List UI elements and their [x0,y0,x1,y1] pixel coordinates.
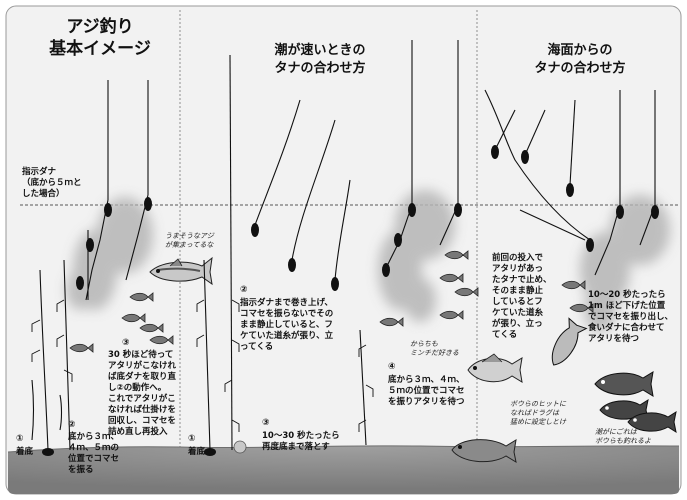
bonito-fish-2 [599,398,649,422]
splash [233,440,247,454]
sinkers-panel-1 [42,197,152,456]
panel-1-tana-note: 指示ダナ （底から５ｍと した場合） [22,167,82,199]
panel-1-memo: うまそうなアジ が集まってるな [165,232,214,249]
fishing-lines-panel-1 [31,80,149,451]
panel-1-title: アジ釣り 基本イメージ [49,17,151,59]
sinkers-panel-2 [204,203,462,456]
chum-clouds-panel-1 [66,197,153,310]
flounder [451,439,517,464]
panel-2-step4-text: 底から３ｍ、４ｍ、 ５ｍの位置でコマセ を振りアタリを待つ [388,375,465,407]
panel-3-text1: 前回の投入で アタリがあっ たタナで止め、 そのまま静止 しているとフ ケていた… [492,253,552,340]
fishing-lines-panel-2 [203,40,459,451]
branch-hooks-panel-2 [196,299,374,432]
panel-2-step3-num: ③ [262,418,270,428]
small-fish-panel-3 [561,280,594,313]
panel-3-title: 海面からの タナの合わせ方 [534,43,626,76]
panel-2-memo: からちも ミンチだ好きる [410,340,459,357]
panel-3-memo1: ボウらのヒットに なればドラグは 猛めに設定しとけ [510,400,566,426]
jumping-fish [551,317,588,366]
panel-1-step3-num: ③ [122,338,130,348]
panel-2-step2-text: 指示ダナまで巻き上げ、 コマセを振らないでその まま静止していると、フ ケていた… [240,298,334,352]
bonito-fish-1 [594,371,654,397]
panel-2-step3-text: 10～30 秒たったら 再度底まで落とす [262,431,340,452]
panel-1-step1-text: 着底 [16,447,34,457]
small-fish-panel-2 [379,250,479,327]
panel-2-step1-text: 着底 [188,447,206,457]
sea-bream [467,353,523,383]
panel-1-step2-num: ② [68,420,76,430]
bonito-fish-3 [627,410,677,434]
big-fish-aji [149,256,213,286]
sinkers-panel-3 [491,145,659,252]
panel-1-step1-num: ① [16,434,24,444]
panel-2-step4-num: ④ [388,362,396,372]
panel-3-text2: 10～20 秒たったら 1m ほど下げた位置 でコマセを振り出し、 食いダナに合… [588,290,674,344]
fishing-lines-panel-3 [484,89,656,276]
branch-hooks-panel-1 [31,299,73,382]
panel-2-title: 潮が速いときの タナの合わせ方 [274,43,366,76]
panel-3-memo2: 潮がにごれば ボウらも釣れるよ [595,428,651,445]
panel-2-step1-num: ① [188,434,196,444]
panel-1-step3-text: 30 秒ほど待って アタリがこなけれ ば底ダナを取り直 し②の動作へ。 これでア… [108,350,177,437]
panel-2-step2-num: ② [240,285,248,295]
panel-1-step2-text: 底から３ｍ、 ４ｍ、５ｍの 位置でコマセ を振る [68,432,120,475]
small-fish-panel-1 [69,292,174,353]
